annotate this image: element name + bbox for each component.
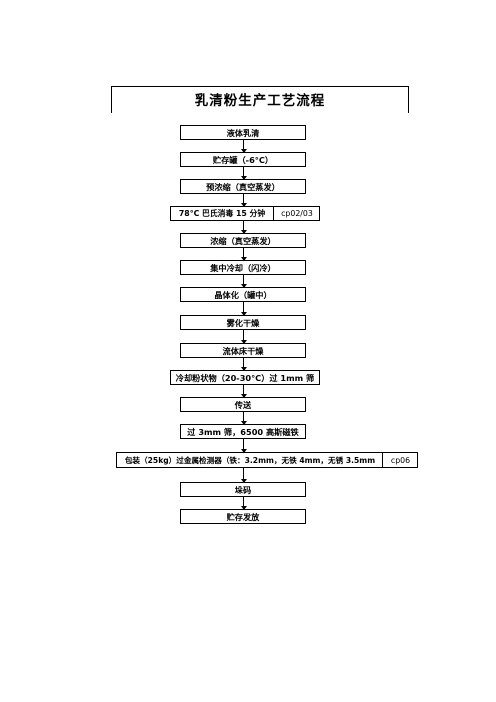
step-concentration: 浓缩（真空蒸发） [180, 233, 306, 248]
step-packaging-metal-detection: 包装（25kg）过金属检测器（铁：3.2mm，无铁 4mm，无锈 3.5mm c… [116, 452, 418, 468]
step-label: 垛码 [234, 484, 252, 495]
step-sieve-magnet: 过 3mm 筛，6500 高斯磁铁 [180, 424, 306, 439]
step-label: 冷却粉状物（20-30°C）过 1mm 筛 [175, 372, 315, 383]
flow-arrow [240, 330, 247, 344]
step-label: 雾化干燥 [226, 317, 260, 328]
flow-arrow [240, 358, 247, 371]
step-label: 流体床干燥 [222, 345, 264, 356]
step-label: 浓缩（真空蒸发） [210, 235, 276, 246]
step-conveying: 传送 [180, 397, 306, 412]
step-pasteurization: 78°C 巴氏消毒 15 分钟 cp02/03 [170, 206, 320, 221]
step-label: 78°C 巴氏消毒 15 分钟 [178, 209, 266, 218]
flow-arrow [240, 412, 247, 425]
step-label: 包装（25kg）过金属检测器（铁：3.2mm，无铁 4mm，无锈 3.5mm [124, 455, 376, 465]
step-label: 贮存发放 [226, 511, 260, 522]
title-frame [111, 86, 409, 113]
step-liquid-whey: 液体乳清 [180, 125, 306, 140]
step-preconcentration: 预浓缩（真空蒸发） [180, 179, 306, 194]
flow-arrow [240, 275, 247, 288]
cell-divider [382, 453, 383, 467]
step-label: 贮存罐（-6°C） [212, 154, 274, 165]
step-palletizing: 垛码 [180, 482, 306, 497]
flow-arrow [240, 302, 247, 316]
ccp-code: cp02/03 [281, 209, 313, 218]
ccp-code: cp06 [390, 455, 411, 465]
step-label: 传送 [234, 399, 252, 410]
step-label: 预浓缩（真空蒸发） [206, 181, 280, 192]
flow-arrow [240, 439, 247, 453]
page-title: 乳清粉生产工艺流程 [194, 93, 326, 109]
flow-arrow [240, 248, 247, 261]
step-label: 液体乳清 [226, 127, 260, 138]
step-spray-drying: 雾化干燥 [180, 315, 306, 330]
flow-arrow [240, 167, 247, 180]
step-cooling-sieve: 冷却粉状物（20-30°C）过 1mm 筛 [170, 370, 320, 385]
flow-arrow [240, 385, 247, 398]
flow-arrow [240, 140, 247, 153]
step-fluid-bed-drying: 流体床干燥 [180, 343, 306, 358]
step-storage-dispatch: 贮存发放 [180, 509, 306, 524]
flow-arrow [240, 221, 247, 234]
flow-arrow [240, 468, 247, 483]
flow-arrow [240, 497, 247, 510]
step-flash-cooling: 集中冷却（闪冷） [180, 260, 306, 275]
step-label: 过 3mm 筛，6500 高斯磁铁 [187, 426, 299, 437]
step-label: 集中冷却（闪冷） [210, 262, 276, 273]
step-crystallization: 晶体化（罐中） [180, 287, 306, 302]
flow-arrow [240, 194, 247, 207]
cell-divider [273, 207, 274, 220]
step-label: 晶体化（罐中） [214, 289, 272, 300]
step-storage-tank: 贮存罐（-6°C） [180, 152, 306, 167]
